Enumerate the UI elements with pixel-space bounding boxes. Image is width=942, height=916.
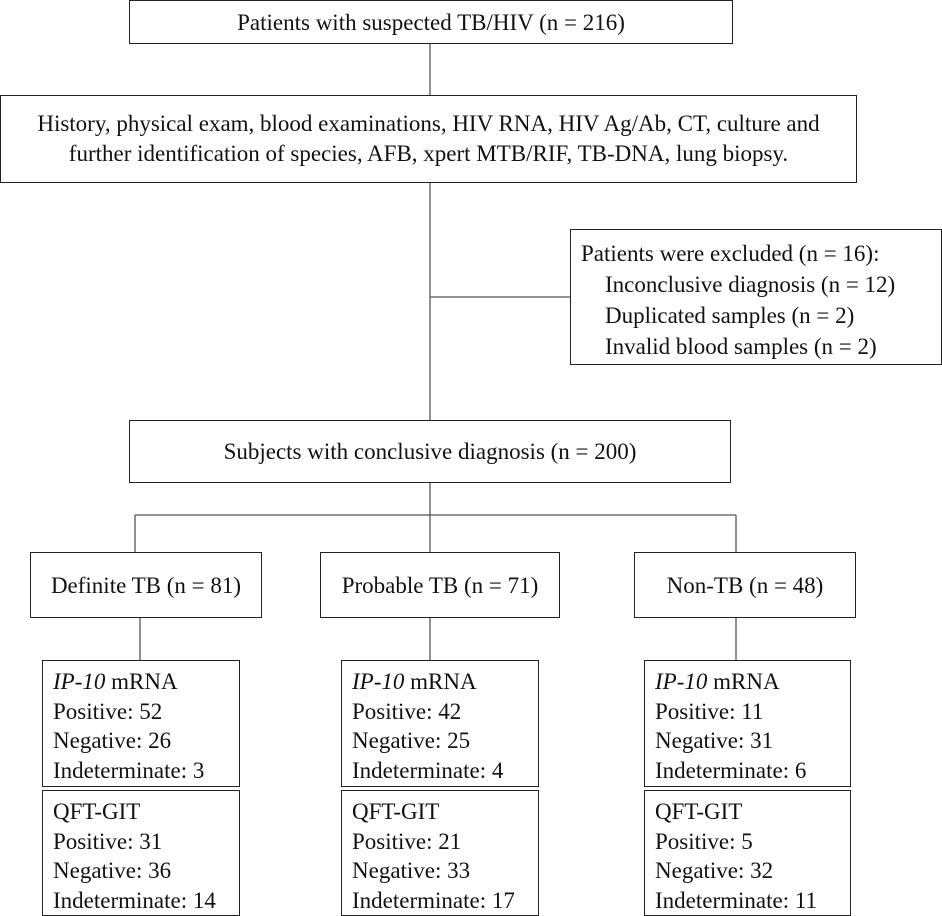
conclusive-diagnosis-box: Subjects with conclusive diagnosis (n = … — [129, 420, 731, 483]
qft-results-non-tb: QFT-GIT Positive: 5 Negative: 32 Indeter… — [644, 790, 851, 916]
qft-title: QFT-GIT — [655, 799, 743, 824]
group-definite-tb-box: Definite TB (n = 81) — [30, 552, 262, 618]
group-label: Probable TB (n = 71) — [341, 572, 539, 598]
group-label: Definite TB (n = 81) — [50, 572, 242, 598]
qft-indeterminate: Indeterminate: 14 — [53, 887, 216, 913]
qft-negative: Negative: 36 — [53, 858, 172, 883]
excluded-reason-duplicated: Duplicated samples (n = 2) — [605, 303, 855, 328]
qft-negative: Negative: 32 — [655, 858, 774, 883]
ip10-gene: IP-10 — [352, 669, 405, 694]
excluded-box: Patients were excluded (n = 16): Inconcl… — [570, 229, 942, 365]
group-probable-tb-box: Probable TB (n = 71) — [320, 552, 560, 618]
qft-indeterminate: Indeterminate: 11 — [655, 887, 817, 913]
ip10-negative: Negative: 25 — [352, 728, 471, 753]
ip10-positive: Positive: 42 — [352, 698, 462, 724]
ip10-suffix: mRNA — [105, 669, 178, 694]
ip10-indeterminate: Indeterminate: 6 — [655, 757, 807, 783]
ip10-negative: Negative: 31 — [655, 728, 774, 753]
excluded-reason-invalid: Invalid blood samples (n = 2) — [605, 334, 877, 359]
ip10-gene: IP-10 — [53, 669, 106, 694]
qft-positive: Positive: 31 — [53, 828, 163, 854]
qft-title: QFT-GIT — [53, 799, 141, 824]
excluded-reason-inconclusive: Inconclusive diagnosis (n = 12) — [605, 272, 896, 297]
conclusive-diagnosis-text: Subjects with conclusive diagnosis (n = … — [223, 439, 637, 464]
examinations-line-2: further identification of species, AFB, … — [68, 141, 789, 166]
excluded-title: Patients were excluded (n = 16): — [581, 241, 880, 266]
qft-title: QFT-GIT — [352, 799, 440, 824]
ip10-negative: Negative: 26 — [53, 728, 172, 753]
group-label: Non-TB (n = 48) — [666, 572, 824, 598]
ip10-positive: Positive: 52 — [53, 698, 163, 724]
qft-indeterminate: Indeterminate: 17 — [352, 887, 515, 913]
ip10-suffix: mRNA — [707, 669, 780, 694]
qft-results-probable: QFT-GIT Positive: 21 Negative: 33 Indete… — [341, 790, 539, 916]
qft-positive: Positive: 5 — [655, 828, 753, 854]
ip10-heading: IP-10 mRNA — [352, 667, 538, 697]
ip10-heading: IP-10 mRNA — [53, 667, 239, 697]
group-non-tb-box: Non-TB (n = 48) — [634, 552, 856, 618]
examinations-box: History, physical exam, blood examinatio… — [0, 95, 857, 183]
qft-positive: Positive: 21 — [352, 828, 462, 854]
examinations-text: History, physical exam, blood examinatio… — [37, 109, 819, 169]
qft-negative: Negative: 33 — [352, 858, 471, 883]
ip10-heading: IP-10 mRNA — [655, 667, 850, 697]
ip10-results-definite: IP-10 mRNA Positive: 52 Negative: 26 Ind… — [42, 660, 240, 787]
ip10-positive: Positive: 11 — [655, 698, 764, 724]
suspected-patients-box: Patients with suspected TB/HIV (n = 216) — [129, 0, 733, 44]
ip10-gene: IP-10 — [655, 669, 708, 694]
ip10-results-non-tb: IP-10 mRNA Positive: 11 Negative: 31 Ind… — [644, 660, 851, 787]
ip10-indeterminate: Indeterminate: 3 — [53, 757, 205, 783]
examinations-line-1: History, physical exam, blood examinatio… — [37, 111, 820, 136]
ip10-indeterminate: Indeterminate: 4 — [352, 757, 504, 783]
suspected-patients-text: Patients with suspected TB/HIV (n = 216) — [237, 9, 625, 35]
qft-results-definite: QFT-GIT Positive: 31 Negative: 36 Indete… — [42, 790, 240, 916]
ip10-results-probable: IP-10 mRNA Positive: 42 Negative: 25 Ind… — [341, 660, 539, 787]
ip10-suffix: mRNA — [404, 669, 477, 694]
